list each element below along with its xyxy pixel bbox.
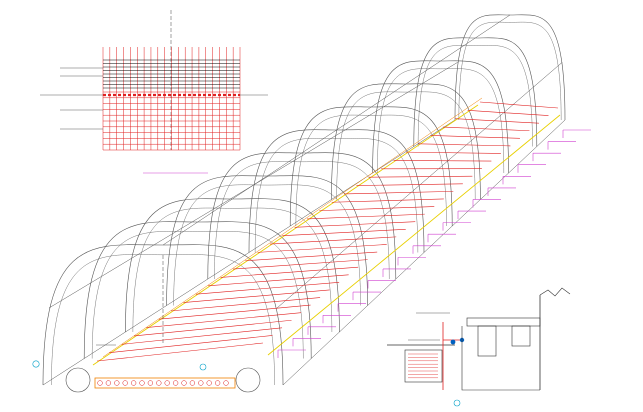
grounding-rung: [245, 251, 378, 262]
grounding-rung: [356, 183, 463, 186]
tunnel-arch-ring: [331, 83, 481, 200]
invert-rebar: [189, 380, 196, 386]
tunnel-grounding-rungs: [96, 101, 559, 362]
grounding-rung: [282, 228, 406, 236]
tunnel-arch-inner: [132, 207, 333, 333]
grounding-rung: [455, 118, 539, 124]
side-grounding-branches: [277, 129, 591, 358]
side-drain: [65, 367, 91, 393]
grounding-rung: [171, 297, 321, 312]
tunnel-arch-inner: [214, 161, 390, 280]
tunnel-longitudinal-line: [42, 119, 456, 386]
grounding-rung: [442, 126, 530, 132]
invert-rebar: [147, 380, 154, 386]
detail-marker-circle: [453, 399, 461, 407]
grounding-terminal-detail: [387, 287, 571, 407]
invert-slab: [94, 377, 236, 389]
grounding-rung: [96, 342, 264, 362]
grounding-rung: [134, 319, 292, 337]
bottom-marker-circle: [199, 363, 207, 371]
tunnel-arch-inner: [377, 68, 505, 174]
tunnel-arch-ring: [83, 221, 312, 359]
detail-break-line: [539, 287, 571, 297]
invert-rebar: [105, 380, 112, 386]
grounding-rung: [146, 312, 302, 328]
tunnel-arch-inner: [254, 138, 419, 253]
invert-rebar: [122, 380, 128, 386]
track-rail: [92, 104, 479, 366]
invert-rebar: [198, 380, 204, 386]
tunnel-rails: [92, 97, 561, 366]
invert-rebar: [114, 380, 120, 386]
invert-rebar: [130, 380, 137, 386]
track-rail: [102, 97, 483, 358]
grounding-rung: [319, 206, 435, 211]
detail-pillar: [477, 325, 497, 357]
plan-callouts: [40, 67, 268, 130]
grounding-rung: [195, 282, 340, 295]
detail-terminal: [450, 339, 456, 345]
invert-rebar: [97, 380, 103, 386]
tunnel-arch-inner: [51, 254, 275, 386]
tunnel-longitudinal-line: [48, 62, 458, 309]
left-marker-circle: [32, 360, 40, 368]
grounding-rung: [344, 191, 454, 195]
invert-rebar: [164, 380, 170, 386]
tunnel-arch-inner: [295, 114, 447, 227]
grounding-rung: [208, 274, 349, 287]
tunnel-arch-ring: [289, 106, 453, 227]
tunnel-arches: [42, 14, 566, 386]
tunnel-invert-section: [65, 367, 261, 393]
tunnel-perspective: [32, 14, 591, 393]
plan-grid: [102, 47, 241, 151]
grounding-rung: [158, 304, 311, 320]
tunnel-arch-inner: [417, 45, 533, 147]
grounding-grid-plan: [40, 10, 268, 174]
grounding-rung: [467, 110, 549, 116]
grounding-rung: [294, 221, 416, 228]
grounding-rung: [405, 151, 501, 154]
invert-rebar: [172, 380, 179, 386]
tunnel-arch-inner: [336, 91, 476, 200]
tunnel-longitudinal-line: [282, 119, 566, 386]
grounding-rung: [368, 175, 473, 178]
grounding-rung: [109, 335, 273, 353]
tunnel-arch-ring: [42, 244, 284, 386]
grounding-rung: [479, 101, 559, 109]
grounding-rung: [232, 259, 368, 270]
tunnel-longitudinal-line: [162, 14, 511, 246]
invert-rebar: [139, 380, 145, 386]
detail-platform: [466, 317, 541, 327]
invert-rebar: [214, 380, 221, 386]
detail-hatch: [408, 353, 438, 378]
detail-trench: [404, 349, 443, 383]
grounding-rung: [418, 143, 511, 147]
invert-rebar: [206, 380, 212, 386]
invert-rebar: [181, 380, 187, 386]
grounding-rung: [269, 236, 397, 245]
invert-rebar: [156, 380, 162, 386]
grounding-rung: [121, 327, 283, 345]
detail-base: [461, 326, 540, 391]
side-drain: [235, 367, 261, 393]
invert-rebar: [223, 380, 229, 386]
grounding-rung: [257, 244, 387, 253]
grounding-rung: [430, 135, 520, 139]
grounding-rung: [183, 289, 330, 303]
grounding-rung: [307, 213, 425, 220]
tunnel-longitudinal-line: [276, 62, 563, 309]
grounding-rung: [220, 266, 359, 278]
track-rail: [267, 114, 561, 356]
detail-pillar: [511, 325, 531, 347]
grounding-rung: [393, 160, 492, 162]
tunnel-arch-inner: [91, 231, 304, 359]
tunnel-arch-inner: [458, 21, 562, 121]
tunnel-arch-ring: [207, 152, 397, 280]
grounding-rung: [331, 198, 444, 203]
tunnel-arch-ring: [372, 60, 509, 174]
